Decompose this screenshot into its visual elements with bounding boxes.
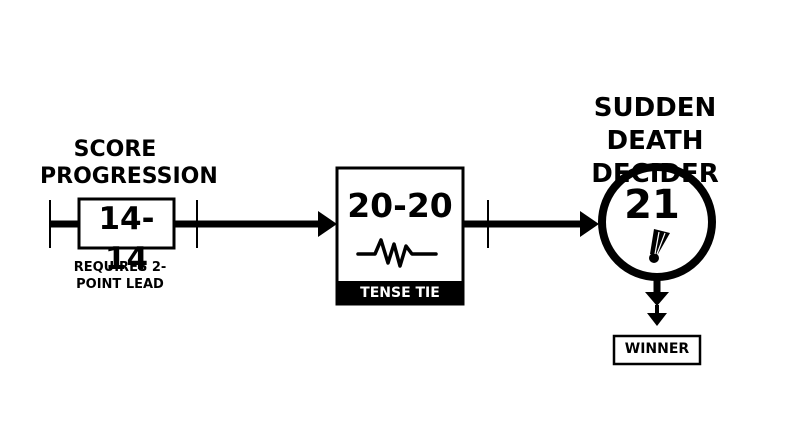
heartbeat-icon [356,238,438,268]
score-progression-title: SCORE PROGRESSION [40,137,218,189]
arrow-to-tie [174,211,337,237]
score-box-start [77,197,176,250]
lead-requirement-note: REQUIRES 2-POINT LEAD [73,260,167,292]
decider-score: 21 [624,182,680,228]
arrow-to-winner [645,277,669,326]
winner-box [612,334,702,366]
arrow-to-decider [463,200,599,248]
tie-score: 20-20 [347,186,453,225]
start-score: 14-14 [98,201,155,277]
tense-tie-label: TENSE TIE [360,285,440,301]
tie-card [335,166,465,306]
shuttlecock-icon [649,229,670,263]
sudden-death-title: SUDDEN DEATH DECIDER [591,93,719,189]
winner-label: WINNER [624,341,690,357]
